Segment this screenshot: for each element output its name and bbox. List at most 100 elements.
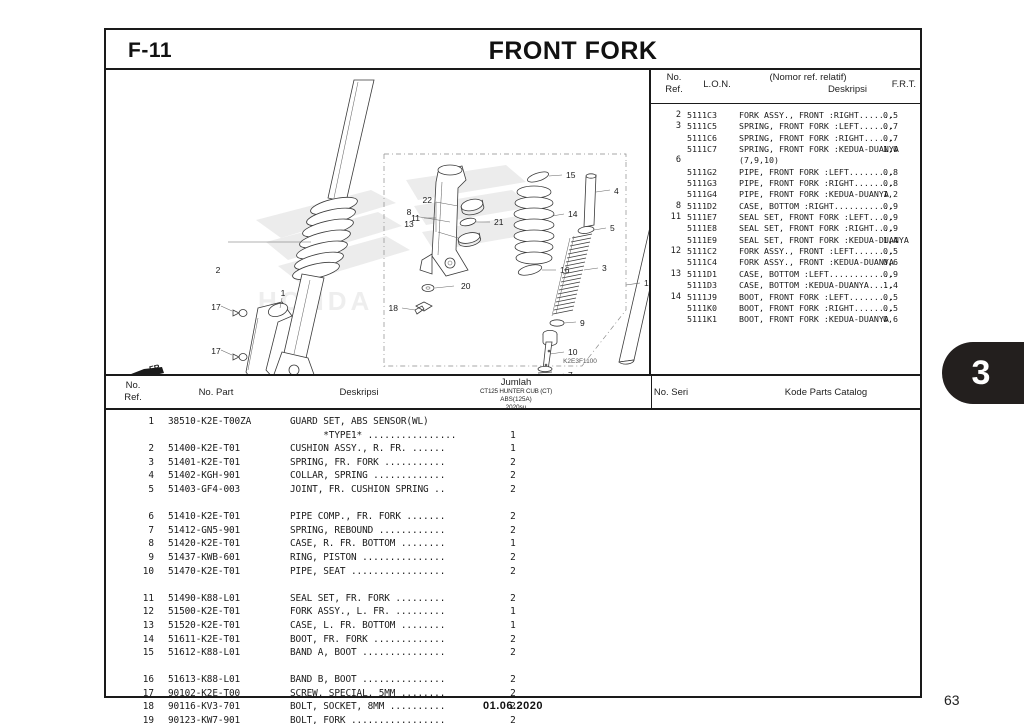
left-fork-assembly bbox=[220, 79, 375, 374]
parts-row-desc: PIPE, SEAT ................. bbox=[290, 565, 446, 577]
parts-row-part: 90116-KV3-701 bbox=[168, 701, 241, 713]
callout-10: 10 bbox=[568, 347, 578, 357]
lon-row-ref: 3 bbox=[675, 121, 681, 132]
callout-2: 2 bbox=[216, 265, 221, 275]
lon-row-ref: 8 bbox=[675, 200, 681, 211]
lon-row-desc: SPRING, FRONT FORK :LEFT....... bbox=[739, 121, 894, 132]
callout-20: 20 bbox=[461, 281, 471, 291]
parts-row-ref: 19 bbox=[142, 715, 154, 724]
lon-row-frt: 0,9 bbox=[883, 212, 898, 223]
parts-row-desc: BAND B, BOOT ............... bbox=[290, 674, 446, 686]
subassembly-boundary-right bbox=[384, 162, 627, 367]
lon-row: 6(7,9,10) bbox=[651, 155, 922, 166]
lon-row-code: 5111J9 bbox=[687, 291, 717, 302]
lon-row-code: 5111D3 bbox=[687, 280, 717, 291]
lon-row-ref: 6 bbox=[675, 155, 681, 166]
parts-row-ref: 3 bbox=[148, 456, 154, 468]
lon-header-frt: F.R.T. bbox=[891, 79, 916, 90]
parts-row-ref: 4 bbox=[148, 470, 154, 482]
parts-row-desc: GUARD SET, ABS SENSOR(WL) bbox=[290, 416, 429, 427]
lon-table-header: No. Ref. L.O.N. (Nomor ref. relatif) Des… bbox=[651, 70, 922, 104]
callout-22: 22 bbox=[423, 195, 433, 205]
lon-row-frt: 1,4 bbox=[883, 234, 898, 245]
callout-17-lower: 17 bbox=[211, 346, 221, 356]
parts-row-qty: 2 bbox=[510, 687, 516, 699]
parts-row-spacer bbox=[106, 579, 920, 593]
lon-row-frt: 0,9 bbox=[883, 223, 898, 234]
lon-row-frt: 0,8 bbox=[883, 178, 898, 189]
parts-row-part: 51612-K88-L01 bbox=[168, 647, 241, 659]
lon-row-frt: 0,9 bbox=[883, 200, 898, 211]
screw-special-lower bbox=[232, 353, 248, 361]
parts-header-qty: Jumlah CT125 HUNTER CUB (CT) ABS(125A) 2… bbox=[479, 377, 553, 411]
parts-row-qty: 2 bbox=[510, 701, 516, 713]
footer-divider bbox=[106, 696, 920, 698]
page-number: 63 bbox=[944, 692, 960, 708]
parts-row-desc: RING, PISTON ............... bbox=[290, 551, 446, 563]
lon-row-desc: SPRING, FRONT FORK :RIGHT...... bbox=[739, 132, 894, 143]
parts-row-ref: 14 bbox=[142, 633, 154, 645]
lon-row-frt: 1,4 bbox=[883, 280, 898, 291]
subassembly-boundary-top bbox=[384, 153, 627, 162]
lon-row-frt: 0,9 bbox=[883, 268, 898, 279]
parts-row-part: 51400-K2E-T01 bbox=[168, 443, 241, 455]
parts-row-desc: FORK ASSY., L. FR. ......... bbox=[290, 606, 446, 618]
parts-row-part: 51613-K88-L01 bbox=[168, 674, 241, 686]
parts-row-spacer bbox=[106, 498, 920, 512]
parts-row-desc: SPRING, REBOUND ............ bbox=[290, 524, 446, 536]
parts-row-part: 90123-KW7-901 bbox=[168, 715, 241, 724]
callout-17-upper: 17 bbox=[211, 302, 221, 312]
lon-row-desc: FORK ASSY., FRONT :KEDUA-DUANYA bbox=[739, 257, 894, 268]
callout-3: 3 bbox=[602, 263, 607, 273]
lon-row-frt: 0,5 bbox=[883, 291, 898, 302]
lon-row-desc: SEAL SET, FRONT FORK :RIGHT.... bbox=[739, 223, 894, 234]
parts-row-qty: 1 bbox=[510, 429, 516, 441]
bolt-socket bbox=[414, 301, 433, 315]
lon-header-desc: (Nomor ref. relatif) Deskripsi bbox=[769, 72, 867, 95]
lon-row-desc: CASE, BOTTOM :LEFT............. bbox=[739, 268, 894, 279]
bottom-case-assembly bbox=[401, 164, 469, 315]
lon-row-desc: BOOT, FRONT FORK :LEFT......... bbox=[739, 291, 894, 302]
inner-parts-group bbox=[537, 173, 611, 374]
parts-row-qty: 2 bbox=[510, 524, 516, 536]
svg-text:FR.: FR. bbox=[148, 362, 163, 374]
page-frame: F-11 FRONT FORK HONDA bbox=[104, 28, 922, 724]
parts-row-desc: SPRING, FR. FORK ........... bbox=[290, 456, 446, 468]
lon-row-desc: SEAL SET, FRONT FORK :KEDUA-DUANYA bbox=[739, 234, 909, 245]
chapter-tab-label: 3 bbox=[971, 353, 991, 392]
parts-row-desc: JOINT, FR. CUSHION SPRING .. bbox=[290, 483, 446, 495]
parts-row-part: 51403-GF4-003 bbox=[168, 483, 241, 495]
parts-row-ref: 16 bbox=[142, 674, 154, 686]
parts-row-qty: 2 bbox=[510, 674, 516, 686]
boot-detail-group bbox=[513, 171, 565, 276]
title-bar: F-11 FRONT FORK bbox=[106, 30, 920, 70]
parts-row-ref: 8 bbox=[148, 538, 154, 550]
parts-row-part: 51412-GN5-901 bbox=[168, 524, 241, 536]
callout-1: 1 bbox=[281, 288, 286, 298]
parts-row-desc: SCREW, SPECIAL, 5MM ........ bbox=[290, 687, 446, 699]
parts-row-part: 51500-K2E-T01 bbox=[168, 606, 241, 618]
parts-row-part: 51402-KGH-901 bbox=[168, 470, 241, 482]
lon-row-frt: 0,7 bbox=[883, 132, 898, 143]
lon-row-code: 5111E9 bbox=[687, 234, 717, 245]
seal-set-group bbox=[424, 198, 490, 247]
parts-row-part: 51420-K2E-T01 bbox=[168, 538, 241, 550]
parts-row-qty: 2 bbox=[510, 647, 516, 659]
lon-row-desc: BOOT, FRONT FORK :RIGHT........ bbox=[739, 302, 894, 313]
